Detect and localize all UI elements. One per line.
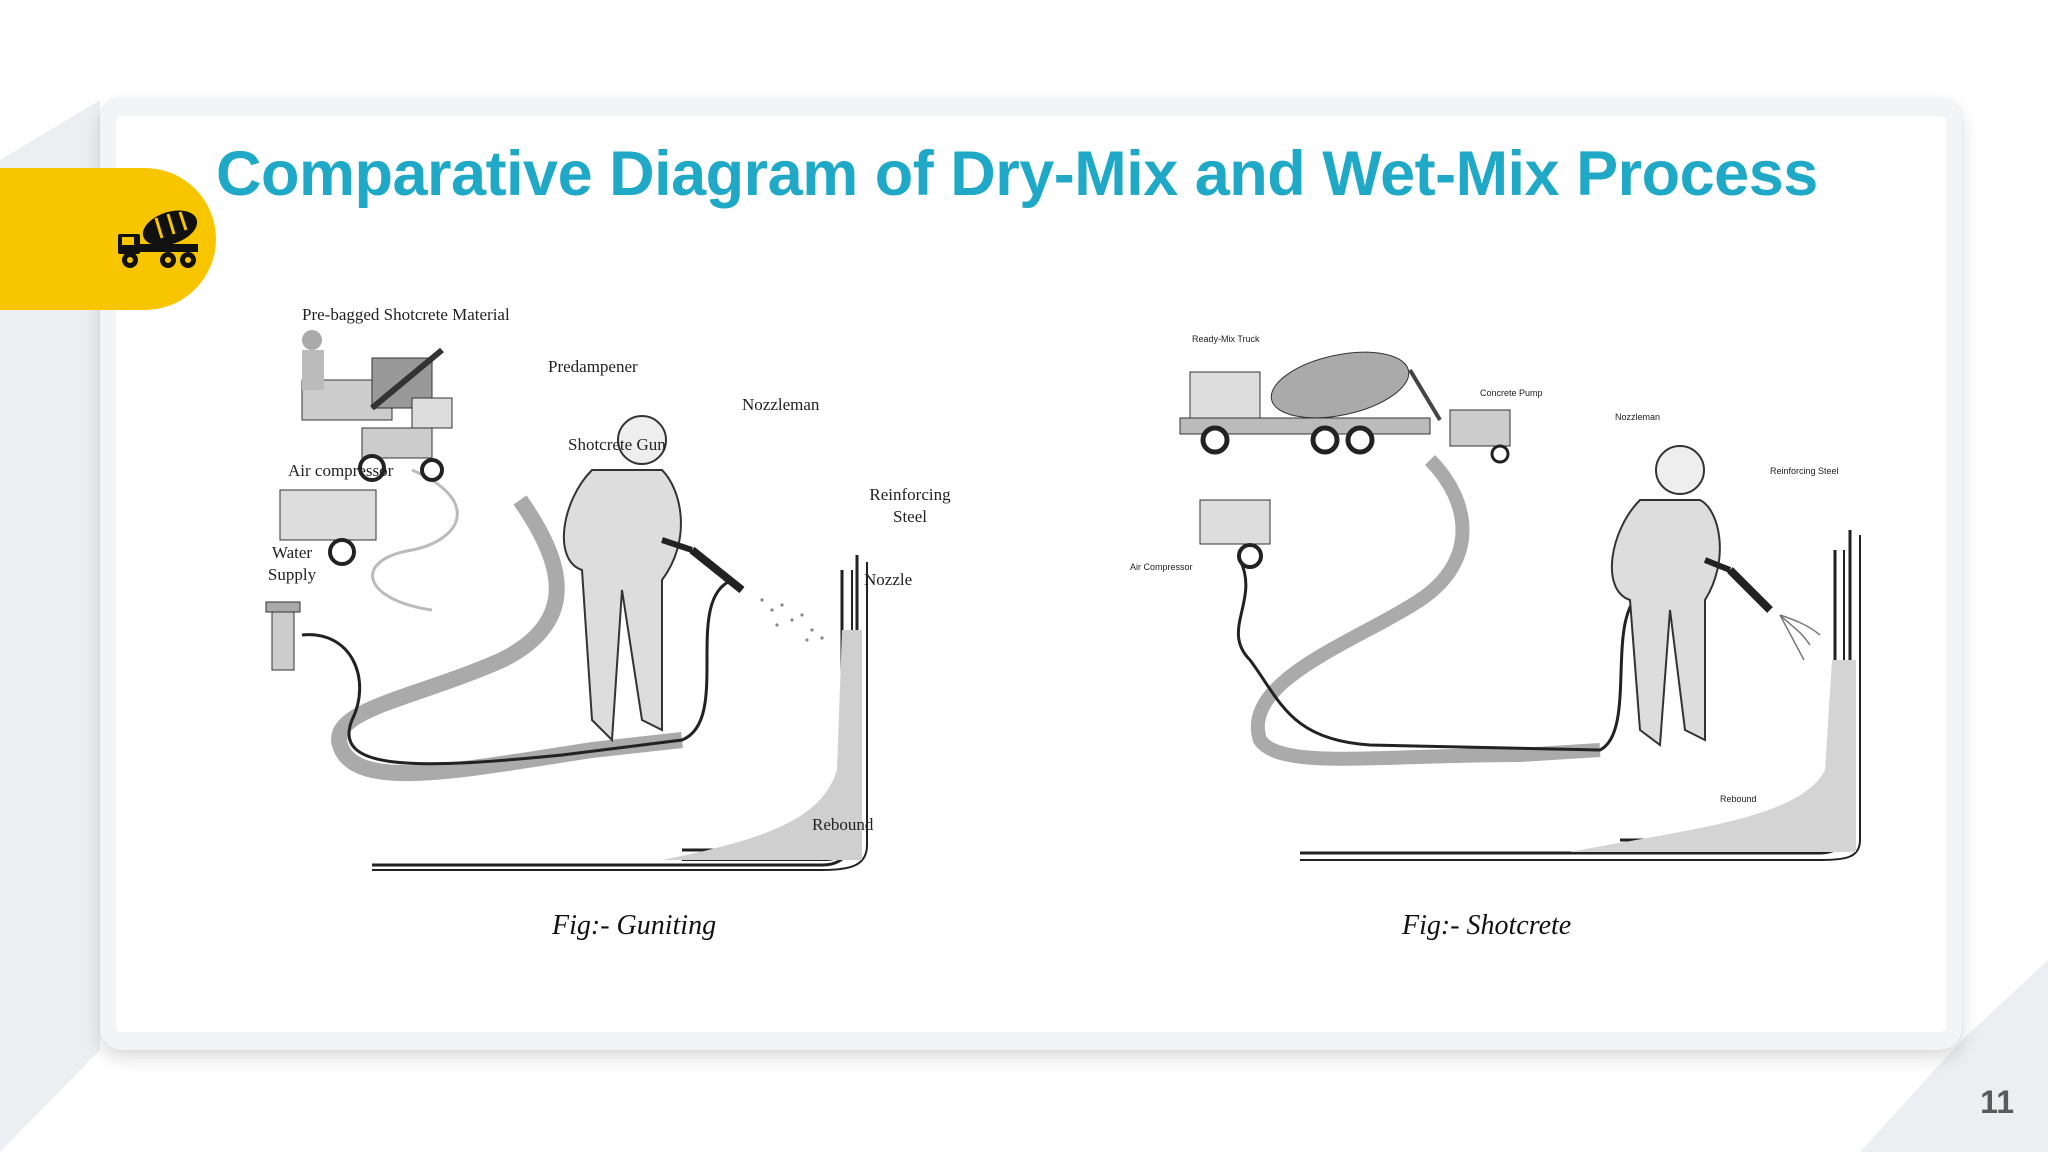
air-compressor — [1199, 499, 1271, 569]
spray — [1779, 614, 1821, 661]
label-rebound: Rebound — [1720, 794, 1757, 804]
label-prebagged-material: Pre-bagged Shotcrete Material — [302, 305, 510, 324]
label-rebound: Rebound — [812, 815, 874, 834]
label-nozzleman: Nozzleman — [1615, 412, 1660, 422]
reinforcing-steel — [1300, 530, 1861, 861]
label-supply: Supply — [268, 565, 317, 584]
label-concrete-pump: Concrete Pump — [1480, 388, 1543, 398]
label-predampener: Predampener — [548, 357, 638, 376]
label-nozzle: Nozzle — [864, 570, 912, 589]
page-number: 11 — [1980, 1084, 2014, 1120]
reinforcing-steel — [372, 555, 868, 871]
nozzleman-figure — [562, 415, 745, 743]
label-shotcrete-gun: Shotcrete Gun — [568, 435, 666, 454]
nozzleman-figure — [1610, 445, 1773, 747]
label-reinforcing-steel: Reinforcing Steel — [1770, 466, 1839, 476]
concrete-pump — [1449, 409, 1511, 464]
caption-guniting: Fig:- Guniting — [552, 910, 717, 941]
caption-shotcrete: Fig:- Shotcrete — [1402, 910, 1572, 941]
concrete-mixer-truck-icon — [118, 210, 198, 268]
worker-figure — [302, 330, 324, 390]
label-water: Water — [272, 543, 312, 562]
title-badge — [0, 168, 216, 310]
slide-title: Comparative Diagram of Dry-Mix and Wet-M… — [216, 139, 1818, 209]
shotcrete-diagram: Ready-Mix Truck Concrete Pump Nozzleman … — [1120, 300, 1872, 870]
spray — [760, 598, 824, 642]
label-reinforcing: Reinforcing — [869, 485, 951, 504]
shotcrete-gun — [358, 427, 444, 482]
label-nozzleman: Nozzleman — [742, 395, 820, 414]
label-steel: Steel — [893, 507, 927, 526]
label-air-compressor: Air compressor — [288, 461, 394, 480]
guniting-diagram: Pre-bagged Shotcrete Material Predampene… — [262, 300, 1002, 890]
predampener-machine — [301, 347, 453, 429]
label-air-compressor: Air Compressor — [1130, 562, 1193, 572]
air-compressor — [279, 489, 377, 566]
label-ready-mix-truck: Ready-Mix Truck — [1192, 334, 1260, 344]
ready-mix-truck — [1179, 351, 1442, 455]
water-hydrant — [265, 601, 301, 671]
